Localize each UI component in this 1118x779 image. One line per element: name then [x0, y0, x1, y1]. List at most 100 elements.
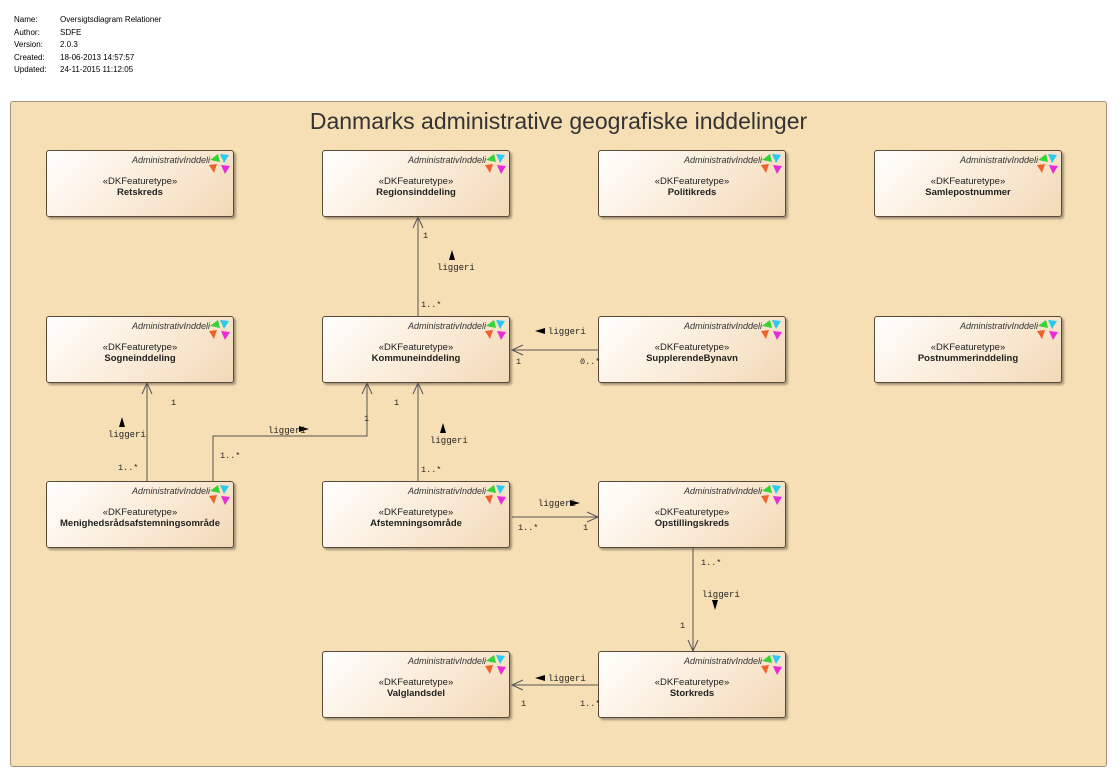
arrowhead-icon [141, 381, 153, 395]
arrowhead-icon [586, 511, 600, 523]
featuretype-icon [207, 482, 233, 508]
class-stereotype: «DKFeaturetype» [102, 342, 178, 353]
meta-row-created: Created: 18-06-2013 14:57:57 [14, 52, 161, 65]
direction-down-icon [712, 600, 718, 610]
multiplicity-target: 1 [394, 398, 399, 408]
meta-value: SDFE [60, 27, 82, 37]
featuretype-icon [483, 652, 509, 678]
class-kind: AdministrativInddeli [683, 321, 762, 331]
association-label: liggeri [702, 590, 740, 600]
meta-value: 2.0.3 [60, 40, 78, 50]
diagram-properties: Name:Oversigtsdiagram Relationer Author:… [14, 14, 161, 77]
association-label: liggeri [430, 436, 468, 446]
multiplicity-source: 1..* [421, 300, 441, 310]
meta-row-name: Name:Oversigtsdiagram Relationer [14, 14, 161, 27]
class-kind: AdministrativInddeli [407, 486, 486, 496]
class-name: Storkreds [669, 688, 715, 699]
association-label: liggeri [108, 430, 146, 440]
class-kind: AdministrativInddeli [407, 321, 486, 331]
featuretype-icon [759, 317, 785, 343]
meta-value: Oversigtsdiagram Relationer [60, 15, 162, 24]
class-menighedsraadsafstemningsomraade[interactable]: AdministrativInddeli «DKFeaturetype» Men… [46, 481, 234, 548]
class-name: Politikreds [667, 187, 717, 198]
meta-key: Author: [14, 27, 40, 37]
class-afstemningsomraade[interactable]: AdministrativInddeli «DKFeaturetype» Afs… [322, 481, 510, 548]
class-stereotype: «DKFeaturetype» [102, 176, 178, 187]
class-kind: AdministrativInddeli [683, 155, 762, 165]
class-stereotype: «DKFeaturetype» [378, 176, 454, 187]
featuretype-icon [483, 317, 509, 343]
arrowhead-icon [687, 639, 699, 653]
arrowhead-icon [412, 381, 424, 395]
direction-left-icon [535, 328, 545, 334]
multiplicity-target: 1 [516, 357, 521, 367]
meta-key: Created: [14, 52, 45, 62]
diagram-title: Danmarks administrative geografiske indd… [309, 108, 808, 134]
class-sogneinddeling[interactable]: AdministrativInddeli «DKFeaturetype» Sog… [46, 316, 234, 383]
class-politikreds[interactable]: AdministrativInddeli «DKFeaturetype» Pol… [598, 150, 786, 217]
class-name: Samlepostnummer [925, 187, 1011, 198]
multiplicity-source: 1..* [701, 558, 721, 568]
arrowhead-icon [510, 344, 524, 356]
class-stereotype: «DKFeaturetype» [930, 176, 1006, 187]
association-label: liggeri [548, 674, 586, 684]
class-name: SupplerendeBynavn [646, 353, 738, 364]
class-storkreds[interactable]: AdministrativInddeli «DKFeaturetype» Sto… [598, 651, 786, 718]
association-label: liggeri [268, 426, 306, 436]
meta-row-updated: Updated:24-11-2015 11:12:05 [14, 64, 161, 77]
class-kind: AdministrativInddeli [683, 486, 762, 496]
multiplicity-source: 0..* [580, 357, 600, 367]
association-label: liggeri [548, 327, 586, 337]
multiplicity-source: 1..* [518, 523, 538, 533]
multiplicity-source: 1..* [118, 463, 138, 473]
class-regionsinddeling[interactable]: AdministrativInddeli «DKFeaturetype» Reg… [322, 150, 510, 217]
class-kind: AdministrativInddeli [407, 656, 486, 666]
class-samlepostnummer[interactable]: AdministrativInddeli «DKFeaturetype» Sam… [874, 150, 1062, 217]
class-retskreds[interactable]: AdministrativInddeli «DKFeaturetype» Ret… [46, 150, 234, 217]
class-stereotype: «DKFeaturetype» [930, 342, 1006, 353]
multiplicity-target: 1 [423, 231, 428, 241]
arrowhead-icon [412, 215, 424, 229]
multiplicity-target: 1 [521, 699, 526, 709]
class-kind: AdministrativInddeli [959, 321, 1038, 331]
direction-right-icon [570, 500, 580, 506]
class-opstillingskreds[interactable]: AdministrativInddeli «DKFeaturetype» Ops… [598, 481, 786, 548]
class-name: Valglandsdel [386, 688, 446, 699]
association-label: liggeri [437, 263, 475, 273]
meta-value: 18-06-2013 14:57:57 [60, 52, 135, 62]
class-name: Postnummerinddeling [917, 353, 1019, 364]
class-name: Opstillingskreds [654, 518, 730, 529]
featuretype-icon [1035, 317, 1061, 343]
class-name: Retskreds [117, 187, 163, 198]
multiplicity-target: 1 [583, 523, 588, 533]
multiplicity-target: 1 [171, 398, 176, 408]
multiplicity-source: 1..* [220, 451, 240, 461]
class-name: Sogneinddeling [104, 353, 176, 364]
class-stereotype: «DKFeaturetype» [654, 677, 730, 688]
featuretype-icon [207, 151, 233, 177]
class-stereotype: «DKFeaturetype» [654, 507, 730, 518]
featuretype-icon [759, 652, 785, 678]
class-valglandsdel[interactable]: AdministrativInddeli «DKFeaturetype» Val… [322, 651, 510, 718]
class-stereotype: «DKFeaturetype» [378, 677, 454, 688]
class-stereotype: «DKFeaturetype» [102, 507, 178, 518]
class-kommuneinddeling[interactable]: AdministrativInddeli «DKFeaturetype» Kom… [322, 316, 510, 383]
association-label: liggeri [538, 499, 576, 509]
direction-left-icon [535, 675, 545, 681]
class-supplerendebynavn[interactable]: AdministrativInddeli «DKFeaturetype» Sup… [598, 316, 786, 383]
arrowhead-icon [361, 381, 373, 395]
class-stereotype: «DKFeaturetype» [378, 507, 454, 518]
meta-value: 24-11-2015 11:12:05 [60, 65, 134, 75]
multiplicity-target: 1 [680, 621, 685, 631]
direction-up-icon [449, 250, 455, 260]
class-kind: AdministrativInddeli [131, 486, 210, 496]
featuretype-icon [759, 151, 785, 177]
class-kind: AdministrativInddeli [131, 155, 210, 165]
class-stereotype: «DKFeaturetype» [654, 342, 730, 353]
association-menighedsraad-kommune[interactable] [212, 383, 368, 481]
class-name: Menighedsrådsafstemningsområde [60, 518, 220, 529]
featuretype-icon [207, 317, 233, 343]
class-name: Afstemningsområde [370, 518, 462, 529]
class-postnummerinddeling[interactable]: AdministrativInddeli «DKFeaturetype» Pos… [874, 316, 1062, 383]
